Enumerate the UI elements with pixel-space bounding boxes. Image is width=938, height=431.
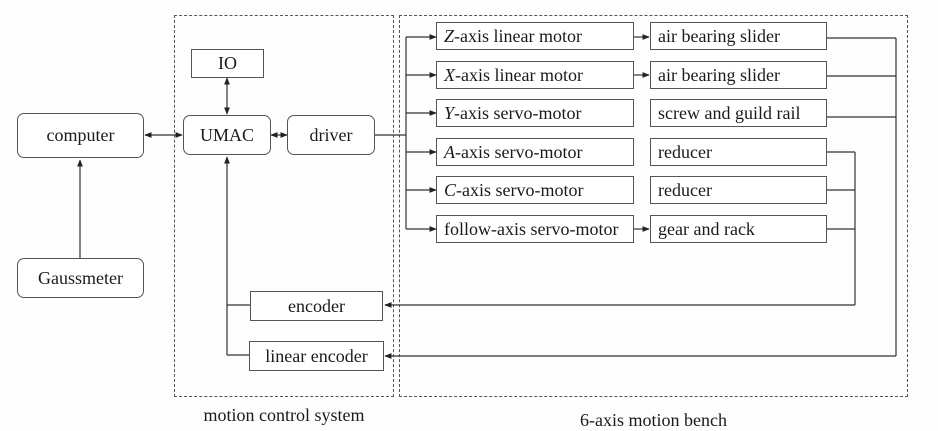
motor-x-axis: X-axis linear motor [436, 61, 634, 89]
motor-label: -axis linear motor [454, 25, 582, 46]
mechanism-follow: gear and rack [650, 215, 827, 243]
motor-label: -axis servo-motor [454, 102, 582, 123]
motor-label: -axis servo-motor [456, 179, 584, 200]
mechanism-c: reducer [650, 176, 827, 204]
motor-label: -axis servo-motor [455, 141, 583, 162]
computer-label: computer [46, 125, 115, 145]
io-node: IO [191, 49, 264, 78]
mechanism-label: air bearing slider [658, 25, 780, 46]
mechanism-y: screw and guild rail [650, 99, 827, 127]
axis-letter: A [444, 141, 455, 162]
linear-encoder-node: linear encoder [249, 341, 384, 371]
linear-encoder-label: linear encoder [265, 345, 368, 366]
motor-label: -axis linear motor [455, 64, 583, 85]
mechanism-label: reducer [658, 179, 712, 200]
axis-letter: Z [444, 25, 455, 46]
umac-label: UMAC [199, 124, 254, 145]
driver-label: driver [309, 124, 353, 145]
axis-letter: C [444, 179, 457, 200]
driver-node: driver [287, 115, 375, 155]
motion-control-system-group [174, 15, 394, 397]
mechanism-label: reducer [658, 141, 712, 162]
axis-letter: X [444, 64, 455, 85]
encoder-node: encoder [250, 291, 383, 321]
mechanism-x: air bearing slider [650, 61, 827, 89]
motor-label: follow-axis servo-motor [444, 218, 619, 239]
mechanism-a: reducer [650, 138, 827, 166]
gaussmeter-label: Gaussmeter [38, 267, 123, 288]
motion-bench-group [399, 15, 908, 397]
motor-follow-axis: follow-axis servo-motor [436, 215, 634, 243]
computer-node: computer [17, 113, 144, 158]
motion-bench-caption: 6-axis motion bench [580, 410, 727, 430]
motor-z-axis: Z-axis linear motor [436, 22, 634, 50]
gaussmeter-node: Gaussmeter [17, 258, 144, 298]
mechanism-label: gear and rack [658, 218, 755, 239]
motion-control-caption: motion control system [203, 405, 365, 425]
mechanism-label: air bearing slider [658, 64, 780, 85]
encoder-label: encoder [288, 295, 345, 316]
motor-y-axis: Y-axis servo-motor [436, 99, 634, 127]
umac-node: UMAC [183, 115, 271, 155]
mechanism-z: air bearing slider [650, 22, 827, 50]
io-label: IO [218, 53, 237, 73]
motor-a-axis: A-axis servo-motor [436, 138, 634, 166]
mechanism-label: screw and guild rail [658, 102, 801, 123]
motor-c-axis: C-axis servo-motor [436, 176, 634, 204]
axis-letter: Y [444, 102, 455, 123]
